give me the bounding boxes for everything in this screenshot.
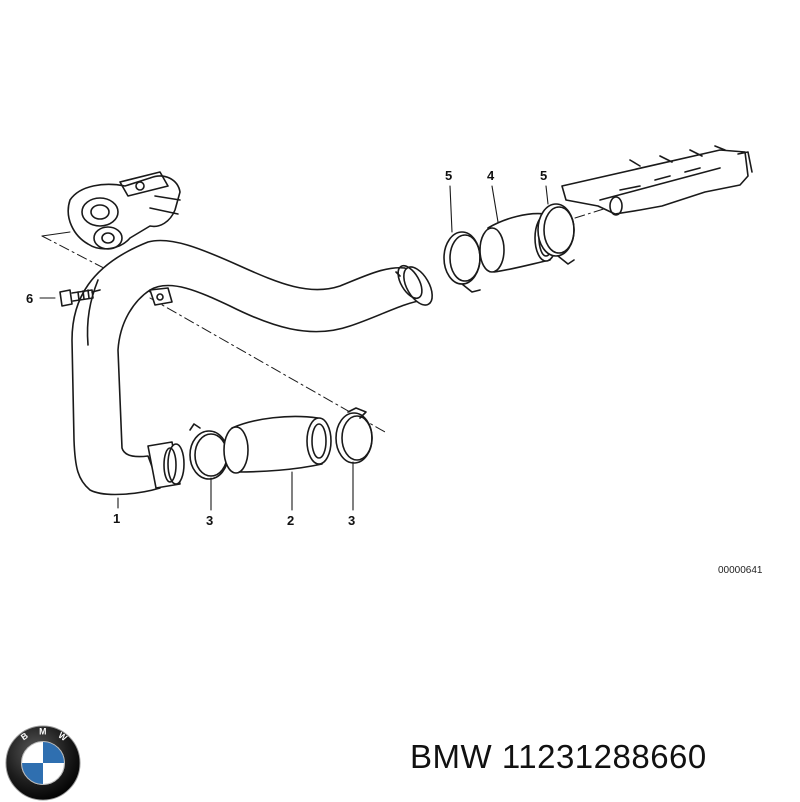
part-number: 11231288660 <box>501 738 707 775</box>
hose-part-2 <box>223 415 332 474</box>
brand-name: BMW <box>410 738 493 775</box>
callout-2: 2 <box>287 513 294 528</box>
callout-4: 4 <box>487 168 495 183</box>
turbocharger-part <box>67 171 181 250</box>
intake-manifold-part <box>561 145 753 216</box>
part-label: BMW 11231288660 <box>410 738 707 776</box>
hose-clamp-part-5-left <box>443 231 481 293</box>
callout-leaders <box>39 185 549 511</box>
hose-clamp-part-3-left <box>189 423 229 480</box>
diagram-id: 00000641 <box>718 565 763 576</box>
callout-5-right: 5 <box>540 168 547 183</box>
callout-3-right: 3 <box>348 513 355 528</box>
callout-1: 1 <box>113 511 120 526</box>
svg-text:B: B <box>19 730 30 742</box>
bmw-roundel-logo-icon: B M W <box>5 725 81 801</box>
bolt-part-6 <box>59 289 101 307</box>
callout-5-left: 5 <box>445 168 452 183</box>
hose-clamp-part-3-right <box>335 407 373 464</box>
callout-3-left: 3 <box>206 513 213 528</box>
pipe-part-1 <box>71 239 426 496</box>
hose-clamp-part-5-right <box>537 203 575 265</box>
callout-6: 6 <box>26 291 33 306</box>
svg-text:M: M <box>39 727 46 737</box>
pipe-part-1-end-collar <box>395 264 433 306</box>
pipe-part-1-lower-collar <box>147 441 185 489</box>
